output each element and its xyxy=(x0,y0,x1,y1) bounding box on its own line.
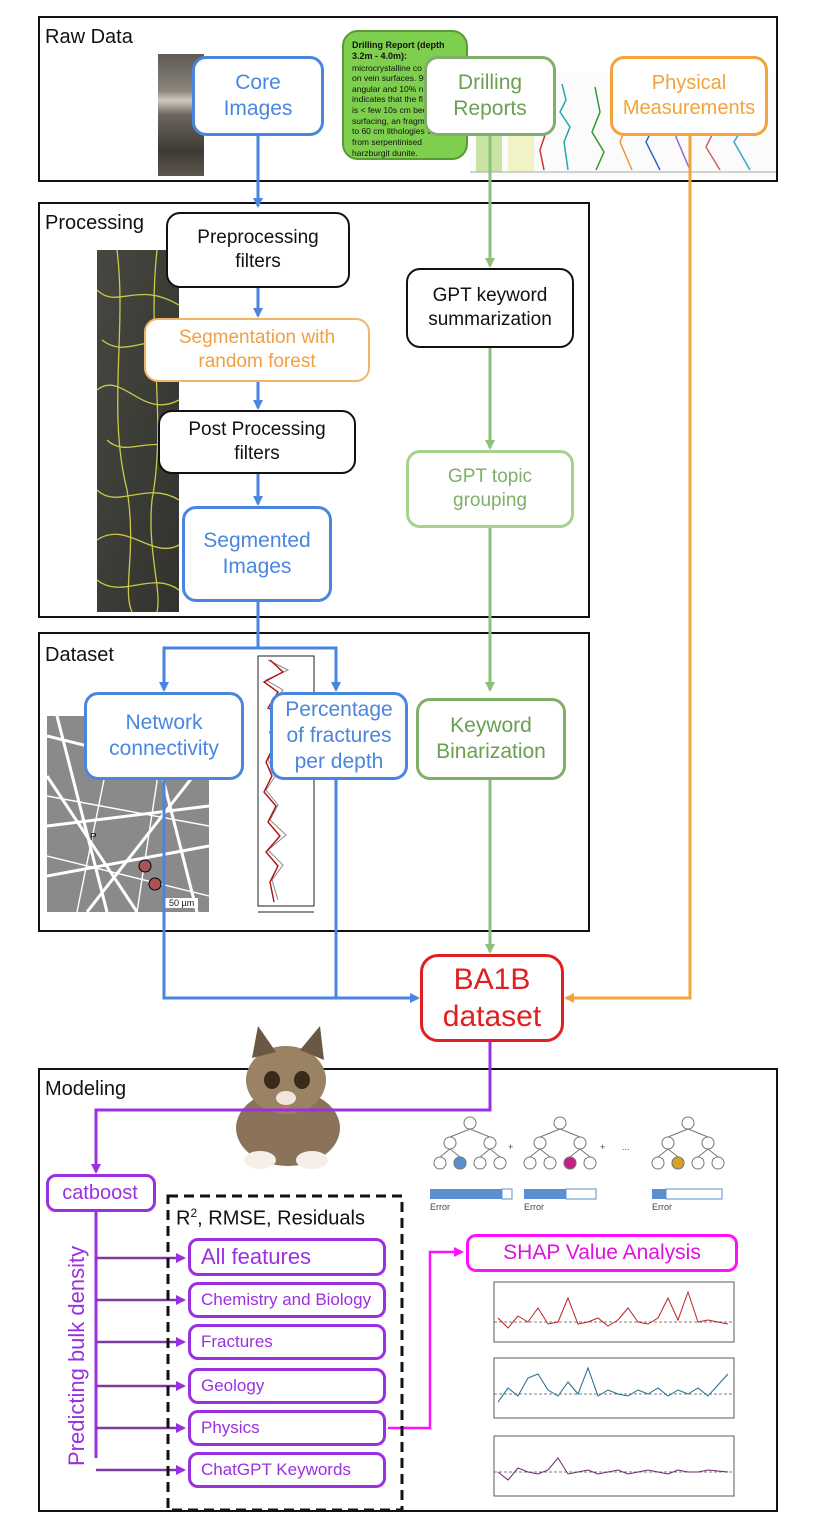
processing-panel xyxy=(38,202,590,618)
catboost-box: catboost xyxy=(46,1174,156,1212)
segmented-images-box: Segmented Images xyxy=(182,506,332,602)
error-label-1: Error xyxy=(430,1202,450,1212)
metrics-title-r: R xyxy=(176,1207,191,1230)
gpt-keyword-summarization-box: GPT keyword summarization xyxy=(406,268,574,348)
predicting-bulk-density-label: Predicting bulk density xyxy=(64,1245,89,1466)
shap-value-analysis-box: SHAP Value Analysis xyxy=(466,1234,738,1272)
metrics-title: R2, RMSE, Residuals xyxy=(176,1206,365,1231)
ellipsis-text: ... xyxy=(622,1142,630,1152)
processing-label: Processing xyxy=(45,212,144,234)
dataset-label: Dataset xyxy=(45,644,114,666)
percentage-fractures-box: Percentage of fractures per depth xyxy=(270,692,408,780)
drilling-report-note: Drilling Report (depth 3.2m - 4.0m): mic… xyxy=(342,30,468,160)
feature-physics: Physics xyxy=(188,1410,386,1446)
modeling-label: Modeling xyxy=(45,1078,127,1100)
metrics-title-rest: , RMSE, Residuals xyxy=(197,1207,365,1230)
network-connectivity-box: Network connectivity xyxy=(84,692,244,780)
gradient-boosting-trees-illustration xyxy=(430,1116,725,1200)
drilling-reports-box: Drilling Reports xyxy=(424,56,556,136)
core-images-box: Core Images xyxy=(192,56,324,136)
segmentation-random-forest-box: Segmentation with random forest xyxy=(144,318,370,382)
feature-all-features: All features xyxy=(188,1238,386,1276)
feature-fractures: Fractures xyxy=(188,1324,386,1360)
feature-geology: Geology xyxy=(188,1368,386,1404)
error-label-2: Error xyxy=(524,1202,544,1212)
keyword-binarization-box: Keyword Binarization xyxy=(416,698,566,780)
report-note-title: Drilling Report (depth 3.2m - 4.0m): xyxy=(352,40,445,62)
modeling-panel xyxy=(38,1068,778,1512)
shap-value-plots xyxy=(478,1278,740,1510)
report-note-body: microcrystalline co visible on vein surf… xyxy=(352,62,457,158)
scale-bar-label: 50 µm xyxy=(165,898,199,908)
dataset-panel xyxy=(38,632,590,932)
preprocessing-filters-box: Preprocessing filters xyxy=(166,212,350,288)
error-label-3: Error xyxy=(652,1202,672,1212)
plus-sign-2: + xyxy=(600,1142,606,1152)
physical-measurements-box: Physical Measurements xyxy=(610,56,768,136)
feature-chatgpt-keywords: ChatGPT Keywords xyxy=(188,1452,386,1488)
feature-chemistry-biology: Chemistry and Biology xyxy=(188,1282,386,1318)
node-p-label: P xyxy=(90,832,97,843)
raw-data-panel xyxy=(38,16,778,182)
plus-sign-1: + xyxy=(508,1142,514,1152)
metrics-title-sup: 2 xyxy=(190,1206,198,1220)
raw-data-label: Raw Data xyxy=(45,26,133,48)
postprocessing-filters-box: Post Processing filters xyxy=(158,410,356,474)
ba1b-dataset-box: BA1B dataset xyxy=(420,954,564,1042)
gpt-topic-grouping-box: GPT topic grouping xyxy=(406,450,574,528)
